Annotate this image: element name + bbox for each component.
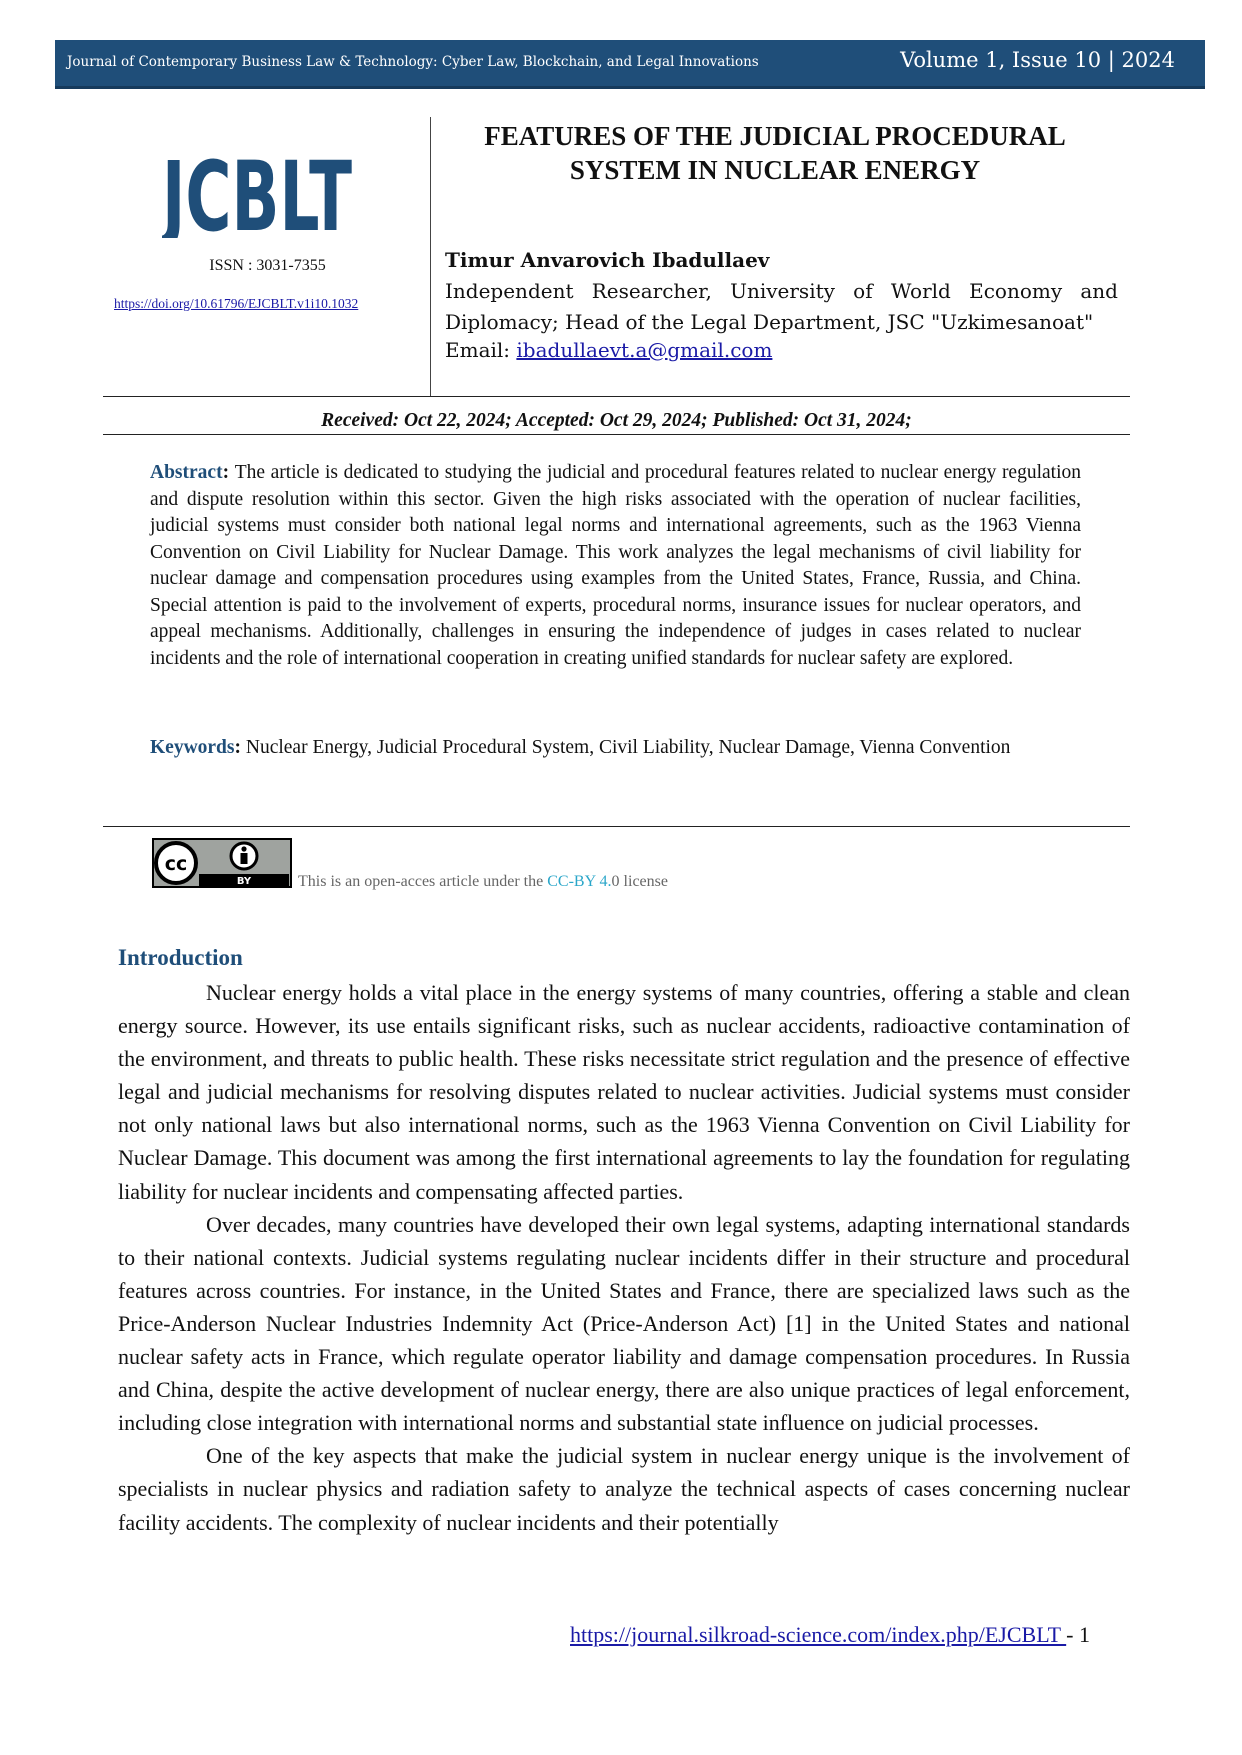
affiliation-line-1: Independent Researcher, University of Wo…: [445, 279, 1118, 303]
page-footer: https://journal.silkroad-science.com/ind…: [570, 1622, 1090, 1648]
license-cc: CC-BY 4.: [547, 873, 612, 890]
page-number: - 1: [1066, 1622, 1090, 1647]
jcblt-logo: JCBLT: [162, 150, 352, 238]
affiliation-line-2: Diplomacy; Head of the Legal Department,…: [445, 310, 1094, 334]
author-affiliation: Independent Researcher, University of Wo…: [445, 276, 1118, 338]
journal-url-link[interactable]: https://journal.silkroad-science.com/ind…: [570, 1622, 1067, 1647]
email-link[interactable]: ibadullaevt.a@gmail.com: [516, 338, 773, 362]
abstract: Abstract: The article is dedicated to st…: [150, 462, 1082, 669]
author-name: Timur Anvarovich Ibadullaev: [445, 248, 770, 272]
license-prefix: This is an open-acces article under the: [298, 873, 548, 890]
cc-by-badge[interactable]: cc BY: [152, 838, 292, 888]
svg-text:cc: cc: [165, 853, 188, 875]
abstract-text: The article is dedicated to studying the…: [150, 462, 1082, 669]
keywords: Keywords: Nuclear Energy, Judicial Proce…: [150, 737, 1011, 758]
email-label: Email:: [445, 338, 517, 362]
badge-by-text: BY: [237, 876, 252, 887]
keywords-label: Keywords: [150, 737, 235, 758]
paragraph: Nuclear energy holds a vital place in th…: [118, 980, 1130, 1204]
keywords-text: Nuclear Energy, Judicial Procedural Syst…: [245, 737, 1011, 758]
section-heading: Introduction: [118, 945, 243, 970]
divider: [103, 396, 1130, 397]
publication-dates: Received: Oct 22, 2024; Accepted: Oct 29…: [321, 410, 912, 431]
article-title: FEATURES OF THE JUDICIAL PROCEDURAL SYST…: [484, 121, 1066, 185]
license-suffix: 0 license: [611, 873, 668, 890]
paragraph: Over decades, many countries have develo…: [118, 1211, 1130, 1436]
license-notice: This is an open-acces article under the …: [298, 873, 668, 891]
cc-icon: [154, 841, 198, 885]
divider: [103, 826, 1130, 827]
header-divider: [430, 117, 431, 397]
doi-link[interactable]: https://doi.org/10.61796/EJCBLT.v1i10.10…: [114, 296, 359, 311]
journal-header-bar: Journal of Contemporary Business Law & T…: [55, 40, 1205, 89]
journal-name: Journal of Contemporary Business Law & T…: [67, 54, 759, 70]
divider: [103, 434, 1130, 435]
author-email-line: Email: ibadullaevt.a@gmail.com: [445, 338, 772, 362]
logo-text: JCBLT: [162, 150, 352, 238]
abstract-label: Abstract: [150, 462, 223, 483]
introduction-body: Nuclear energy holds a vital place in th…: [118, 976, 1130, 1539]
volume-issue: Volume 1, Issue 10 | 2024: [900, 48, 1175, 72]
paragraph: One of the key aspects that make the jud…: [118, 1443, 1130, 1535]
issn: ISSN : 3031-7355: [209, 257, 326, 274]
